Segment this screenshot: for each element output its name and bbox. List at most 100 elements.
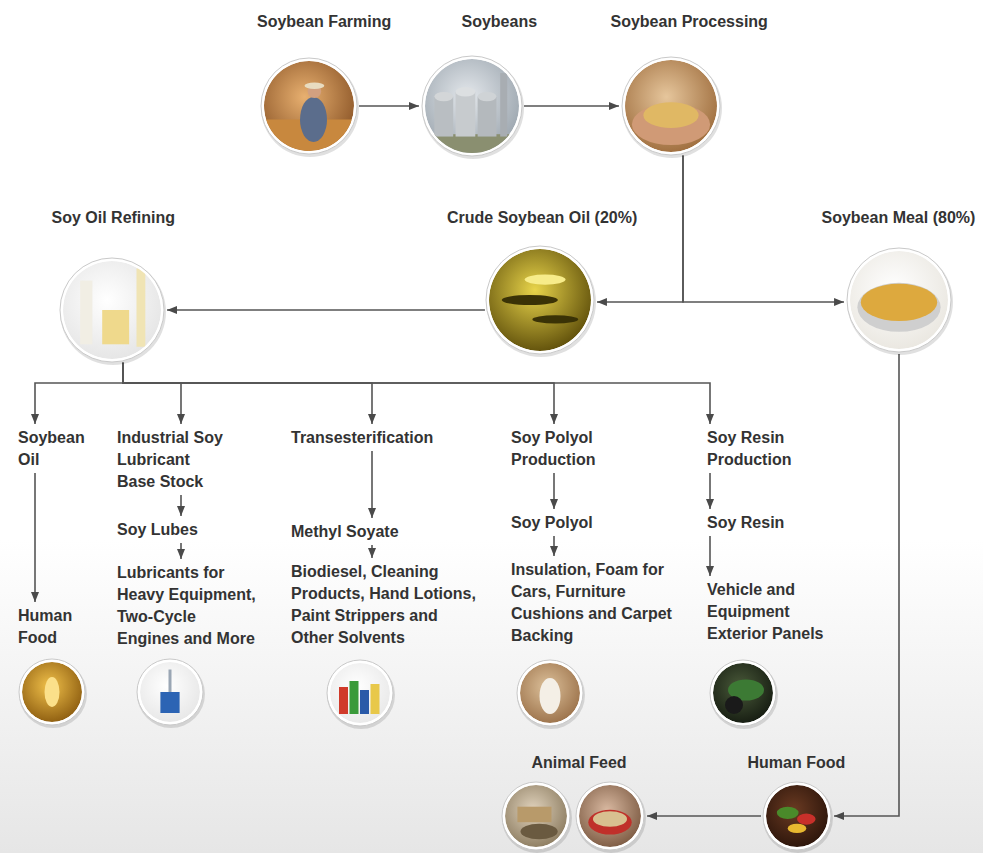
process-text: Soy Resin	[707, 512, 829, 534]
photo-node: Lubricants for Heavy Equipment, Two-Cycl…	[117, 562, 260, 729]
photo-detail	[725, 696, 743, 714]
photo-circle	[622, 57, 720, 155]
photo-circle	[137, 659, 203, 725]
photo-node: Insulation, Foam for Cars, Furniture Cus…	[511, 559, 679, 730]
process-text: Soybean Oil	[18, 427, 98, 471]
photo-ground	[505, 785, 567, 847]
photo-circle	[502, 782, 570, 850]
photo	[579, 785, 641, 847]
photo-detail	[102, 310, 129, 344]
photo-node: Animal Feed	[498, 752, 648, 853]
process-text: Soy Polyol Production	[511, 427, 631, 471]
node-label: Crude Soybean Oil (20%)	[447, 207, 639, 229]
photo	[140, 662, 200, 722]
process-text: Soy Resin Production	[707, 427, 829, 471]
circle-shadow	[710, 661, 778, 729]
photo-detail	[797, 814, 816, 825]
photo-detail	[169, 670, 172, 694]
photo-holder	[257, 54, 361, 158]
photo	[713, 663, 773, 723]
photo-ground	[520, 663, 580, 723]
circle-shadow	[502, 783, 572, 853]
node-label: Soybean Oil	[18, 427, 98, 471]
flow-arrow	[371, 451, 373, 518]
flow-arrow	[123, 363, 710, 424]
photo-ground	[850, 251, 948, 349]
photo-detail	[456, 87, 476, 96]
photo-detail	[788, 824, 807, 833]
photo-holder	[843, 244, 955, 356]
circle-shadow	[576, 783, 646, 853]
node-label: Soy Oil Refining	[52, 207, 177, 229]
photo-node: Soybeans	[418, 11, 539, 160]
photo-circle	[327, 660, 393, 726]
circle-shadow	[486, 247, 596, 357]
flow-arrow	[123, 363, 372, 424]
photo-ground	[625, 60, 717, 152]
node-label: Lubricants for Heavy Equipment, Two-Cycl…	[117, 562, 260, 650]
photo-circle	[763, 782, 831, 850]
process-text: Soy Polyol	[511, 512, 631, 534]
circle-shadow	[327, 661, 395, 729]
photo-circle	[486, 246, 594, 354]
flow-arrow	[524, 105, 619, 107]
photo-ground	[330, 663, 390, 723]
node-label: Soybean Farming	[257, 11, 393, 33]
photo-node: Vehicle and Equipment Exterior Panels	[706, 579, 829, 730]
node-label: Insulation, Foam for Cars, Furniture Cus…	[511, 559, 679, 647]
photo-circle	[19, 659, 85, 725]
flow-arrow	[553, 536, 555, 556]
node-label: Animal Feed	[532, 752, 629, 774]
circle-shadow	[60, 259, 166, 365]
photo-ground	[489, 249, 591, 351]
node-label: Soy Polyol	[511, 512, 631, 534]
node-label: Soy Lubes	[117, 519, 225, 541]
photo-circle	[261, 58, 357, 154]
photo-detail	[525, 275, 566, 285]
photo	[850, 251, 948, 349]
flow-arrow	[647, 815, 761, 817]
photo-holder	[15, 655, 89, 729]
photo-detail	[861, 284, 937, 321]
photo-node: Biodiesel, Cleaning Products, Hand Lotio…	[291, 561, 480, 730]
photo-node: Soy Oil Refining	[52, 207, 177, 366]
photo-ground	[766, 785, 828, 847]
photo-holder	[618, 53, 724, 159]
process-text: Soy Lubes	[117, 519, 225, 541]
photo-node: Human Food	[748, 752, 847, 853]
node-label: Vehicle and Equipment Exterior Panels	[707, 579, 829, 645]
flow-arrow	[359, 105, 419, 107]
node-label: Soybeans	[462, 11, 539, 33]
photo-detail	[593, 811, 627, 827]
photo-detail	[478, 97, 497, 137]
photo	[330, 663, 390, 723]
node-label: Soybean Processing	[611, 11, 770, 33]
photo-detail	[425, 134, 519, 158]
photo-detail	[360, 690, 369, 714]
flow-arrow	[180, 543, 182, 559]
photo-detail	[305, 83, 325, 89]
photo-detail	[517, 807, 551, 823]
flow-arrow	[553, 473, 555, 509]
photo-detail	[137, 268, 146, 346]
photo-node: Soybean Meal (80%)	[822, 207, 977, 356]
photo	[425, 59, 519, 158]
flow-arrow	[683, 156, 844, 302]
process-text: Transesterification	[291, 427, 479, 449]
photo	[63, 261, 161, 359]
photo-node: Crude Soybean Oil (20%)	[447, 207, 639, 358]
node-label: Soy Resin	[707, 512, 829, 534]
photo-detail	[160, 692, 179, 713]
photo-detail	[777, 807, 799, 819]
background-gradient	[0, 540, 983, 853]
photo-detail	[502, 295, 558, 305]
photo-holder	[133, 655, 207, 729]
photo	[520, 663, 580, 723]
photo-ground	[579, 785, 641, 847]
photo	[625, 60, 717, 152]
node-label: Transesterification	[291, 427, 479, 449]
node-label: Human Food	[18, 605, 98, 649]
circle-shadow	[422, 57, 524, 159]
flow-arrow	[123, 363, 554, 424]
